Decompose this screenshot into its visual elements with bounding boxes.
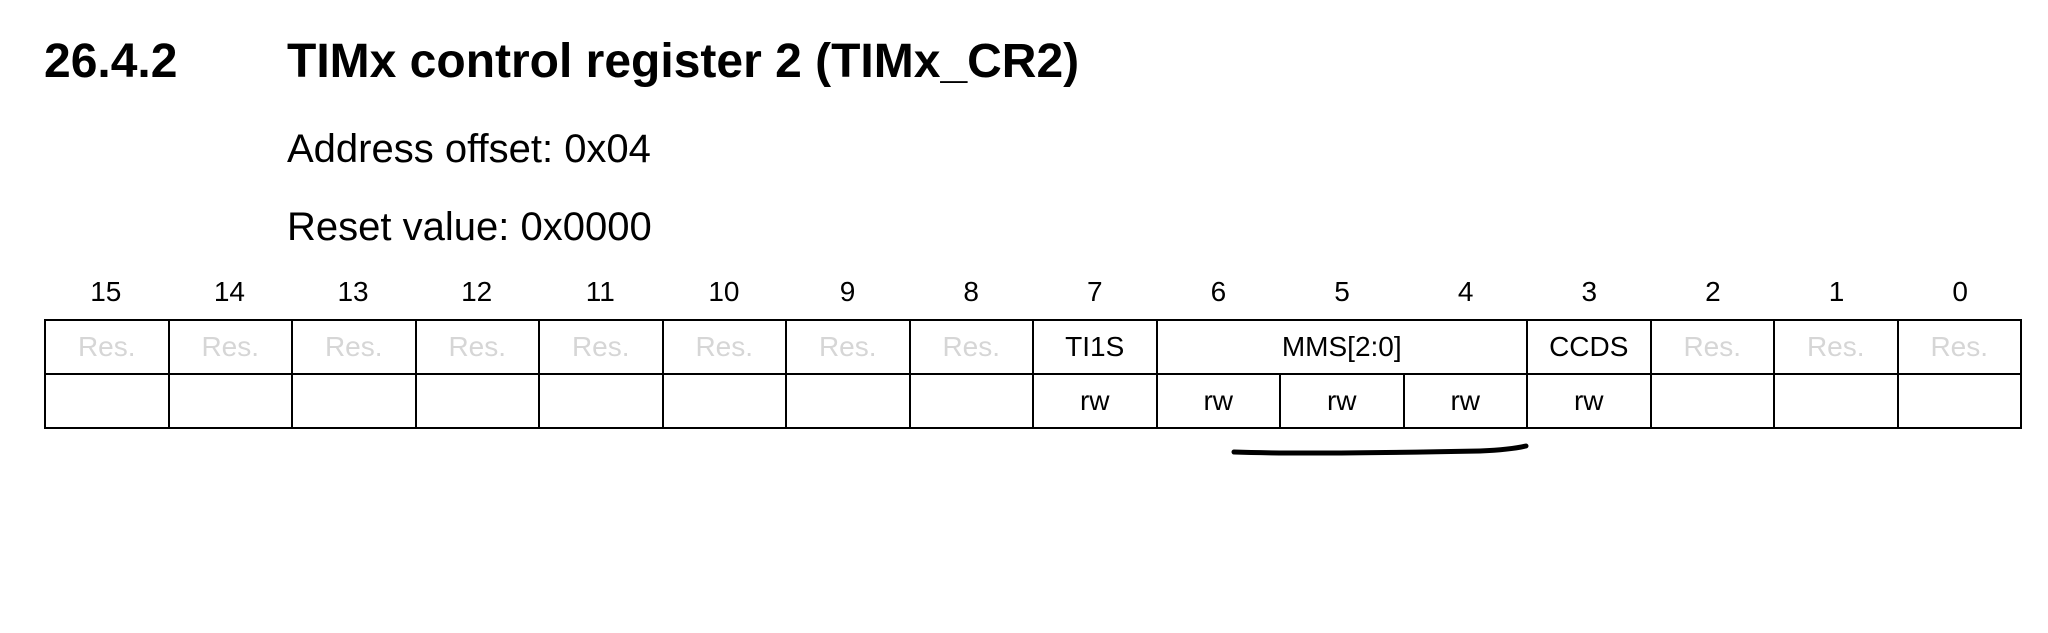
bit-number-5: 5 — [1334, 276, 1350, 307]
bit-number-1: 1 — [1828, 276, 1845, 307]
access-bit-11 — [538, 373, 664, 429]
bit-number-7: 7 — [1087, 276, 1103, 307]
access-bit-13 — [291, 373, 417, 429]
field-row: Res. Res. Res. Res. Res. Res. Res. Res. … — [44, 319, 2022, 375]
bit-number-11: 11 — [585, 276, 615, 307]
bit-number-10: 10 — [708, 276, 740, 307]
underline-stroke — [1231, 443, 1529, 456]
reserved-bit-15: Res. — [44, 319, 170, 375]
address-offset: Address offset: 0x04 — [287, 127, 651, 171]
reserved-bit-14: Res. — [167, 319, 293, 375]
access-bit-14 — [167, 373, 293, 429]
bit-number-14: 14 — [213, 276, 246, 307]
reserved-bit-11: Res. — [538, 319, 664, 375]
bit-number-row: 15 14 13 12 11 10 9 8 7 6 5 4 3 2 1 0 — [44, 272, 2022, 312]
reserved-bit-10: Res. — [661, 319, 787, 375]
field-mms: MMS[2:0] — [1155, 319, 1528, 375]
access-bit-12 — [414, 373, 540, 429]
access-bit-4: rw — [1402, 373, 1528, 429]
bit-number-9: 9 — [839, 276, 856, 307]
access-bit-5: rw — [1279, 373, 1405, 429]
bit-number-0: 0 — [1952, 276, 1968, 307]
bit-number-15: 15 — [90, 276, 122, 307]
access-row: rw rw rw rw rw — [44, 373, 2022, 429]
bit-number-2: 2 — [1705, 276, 1721, 307]
access-bit-9 — [785, 373, 911, 429]
access-bit-0 — [1896, 373, 2022, 429]
reserved-bit-8: Res. — [908, 319, 1034, 375]
access-bit-1 — [1773, 373, 1899, 429]
reserved-bit-12: Res. — [414, 319, 540, 375]
handwritten-underline-mark — [1231, 443, 1529, 456]
bit-number-4: 4 — [1457, 276, 1474, 307]
reserved-bit-1: Res. — [1773, 319, 1899, 375]
register-table: Res. Res. Res. Res. Res. Res. Res. Res. … — [44, 319, 2022, 429]
reserved-bit-0: Res. — [1896, 319, 2022, 375]
bit-number-12: 12 — [461, 276, 493, 307]
bit-number-13: 13 — [337, 276, 369, 307]
reset-value: Reset value: 0x0000 — [287, 205, 652, 249]
section-number: 26.4.2 — [44, 35, 178, 88]
section-title: TIMx control register 2 (TIMx_CR2) — [287, 35, 1080, 88]
reserved-bit-2: Res. — [1649, 319, 1775, 375]
access-bit-15 — [44, 373, 170, 429]
bit-number-8: 8 — [963, 276, 979, 307]
access-bit-7: rw — [1032, 373, 1158, 429]
reserved-bit-9: Res. — [785, 319, 911, 375]
bit-number-3: 3 — [1581, 276, 1598, 307]
field-ti1s: TI1S — [1032, 319, 1158, 375]
access-bit-8 — [908, 373, 1034, 429]
access-bit-6: rw — [1155, 373, 1281, 429]
access-bit-2 — [1649, 373, 1775, 429]
bit-number-6: 6 — [1210, 276, 1227, 307]
field-ccds: CCDS — [1526, 319, 1652, 375]
access-bit-10 — [661, 373, 787, 429]
access-bit-3: rw — [1526, 373, 1652, 429]
reserved-bit-13: Res. — [291, 319, 417, 375]
